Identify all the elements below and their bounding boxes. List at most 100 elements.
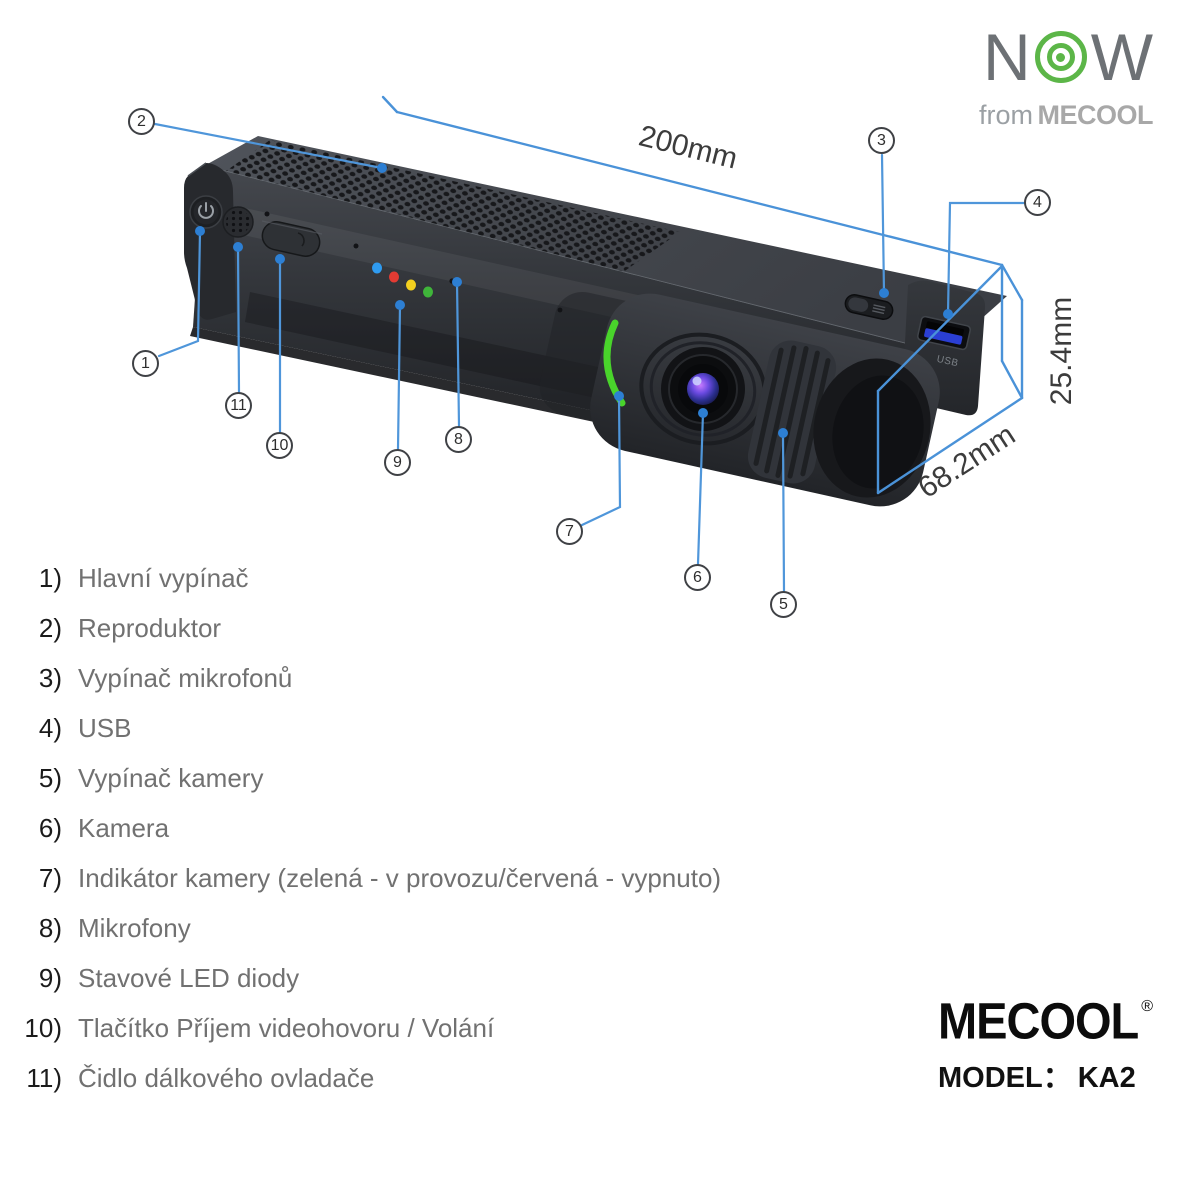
mic-hole-icon [557, 307, 563, 313]
callout-line-2 [153, 122, 384, 170]
endcap-edge-highlight [187, 162, 207, 177]
now-logo: N W from MECOOL [975, 22, 1153, 131]
callout-dot-3 [879, 288, 889, 298]
legend-item-number: 2) [38, 612, 62, 643]
legend-item-label: Mikrofony [78, 912, 191, 943]
callout-dot-8 [452, 277, 462, 287]
legend-item-label: Stavové LED diody [78, 962, 300, 993]
now-logo-from-text: from [979, 100, 1034, 130]
callout-line-11 [236, 245, 241, 394]
camera-module [590, 293, 940, 507]
legend-item-number: 7) [38, 862, 62, 893]
callout-circle-5: 5 [770, 591, 797, 618]
callout-dot-11 [233, 242, 243, 252]
camera-privacy-dial [747, 340, 837, 484]
legend-item-label: Reproduktor [78, 612, 222, 643]
legend-item-label: Tlačítko Příjem videohovoru / Volání [78, 1012, 495, 1043]
callout-dot-2 [377, 163, 387, 173]
device-left-endcap [184, 163, 236, 320]
wireframe-edge [1000, 263, 1024, 302]
callout-circle-8: 8 [445, 426, 472, 453]
callout-circle-6: 6 [684, 564, 711, 591]
status-leds [372, 262, 433, 298]
callout-circle-4: 4 [1024, 189, 1051, 216]
now-logo-target-icon [1034, 31, 1087, 83]
callout-line-1 [157, 229, 202, 358]
legend-item-label: Čidlo dálkového ovladače [78, 1062, 375, 1093]
legend-item-number: 10) [24, 1012, 62, 1043]
wireframe-edge [1000, 359, 1024, 400]
call-button [261, 220, 323, 257]
callout-dot-4 [943, 309, 953, 319]
legend-item-6: 6) Kamera [12, 803, 721, 853]
now-logo-brand-text: MECOOL [1037, 100, 1154, 130]
usb-engraving-label: USB [936, 354, 960, 370]
legend-item-10: 10) Tlačítko Příjem videohovoru / Volání [12, 1003, 721, 1053]
mic-hole-icon [264, 211, 270, 217]
legend-item-3: 3) Vypínač mikrofonů [12, 653, 721, 703]
dimension-tick [381, 95, 399, 114]
legend-item-11: 11) Čidlo dálkového ovladače [12, 1053, 721, 1103]
legend-item-5: 5) Vypínač kamery [12, 753, 721, 803]
mic-switch [844, 294, 894, 320]
callout-dot-10 [275, 254, 285, 264]
callout-circle-10: 10 [266, 432, 293, 459]
wireframe-edge [876, 264, 1004, 393]
callout-dot-7 [614, 391, 624, 401]
callout-line-3 [880, 153, 886, 295]
usb-port [917, 315, 971, 351]
callout-lines [153, 122, 1026, 593]
legend-item-label: Kamera [78, 812, 170, 843]
led-green [423, 286, 433, 298]
model-value: KA2 [1077, 1062, 1136, 1094]
mecool-wordmark: MECOOL [938, 991, 1139, 1050]
callout-dots [195, 163, 953, 438]
callout-circle-7: 7 [556, 518, 583, 545]
legend-item-number: 6) [38, 812, 62, 843]
dimension-height-label: 25.4mm [1045, 296, 1078, 406]
callout-dot-9 [395, 300, 405, 310]
callout-circle-9: 9 [384, 449, 411, 476]
now-logo-letter-n: N [983, 20, 1031, 94]
legend-item-number: 11) [26, 1062, 62, 1093]
model-label: MODEL： [938, 1062, 1072, 1094]
legend-item-4: 4) USB [12, 703, 721, 753]
legend-item-label: Hlavní vypínač [78, 562, 249, 593]
legend: 1) Hlavní vypínač 2) Reproduktor 3) Vypí… [12, 553, 721, 1103]
legend-item-2: 2) Reproduktor [12, 603, 721, 653]
callout-line-5 [781, 431, 786, 593]
legend-item-label: Vypínač kamery [78, 762, 264, 793]
callout-circle-2: 2 [128, 108, 155, 135]
callout-line-6 [696, 411, 705, 566]
legend-item-1: 1) Hlavní vypínač [12, 553, 721, 603]
dimension-length-line [395, 110, 1004, 267]
callout-circle-1: 1 [132, 350, 159, 377]
legend-item-number: 4) [38, 712, 62, 743]
dimension-depth-line [876, 396, 1024, 495]
legend-item-8: 8) Mikrofony [12, 903, 721, 953]
camera-lens [661, 347, 745, 431]
callout-circle-3: 3 [868, 127, 895, 154]
led-yellow [406, 279, 416, 291]
power-icon [198, 202, 214, 219]
callout-dot-6 [698, 408, 708, 418]
callout-line-4 [946, 201, 1026, 316]
remote-sensor-grille [222, 206, 254, 238]
mecool-logo-block: MECOOL® MODEL：KA2 [938, 991, 1168, 1096]
now-logo-letter-w: W [1090, 20, 1153, 94]
legend-item-number: 5) [38, 762, 62, 793]
legend-item-number: 1) [38, 562, 62, 593]
legend-item-9: 9) Stavové LED diody [12, 953, 721, 1003]
legend-item-label: USB [78, 712, 132, 743]
mic-hole-icon [353, 243, 359, 249]
callout-line-7 [580, 394, 622, 527]
dimension-wireframe [381, 95, 1024, 495]
legend-item-number: 3) [38, 662, 62, 693]
legend-item-number: 9) [38, 962, 62, 993]
registered-trademark-icon: ® [1141, 998, 1154, 1015]
callout-dot-1 [195, 226, 205, 236]
device-illustration: USB [184, 136, 1007, 507]
callout-line-8 [455, 280, 461, 428]
